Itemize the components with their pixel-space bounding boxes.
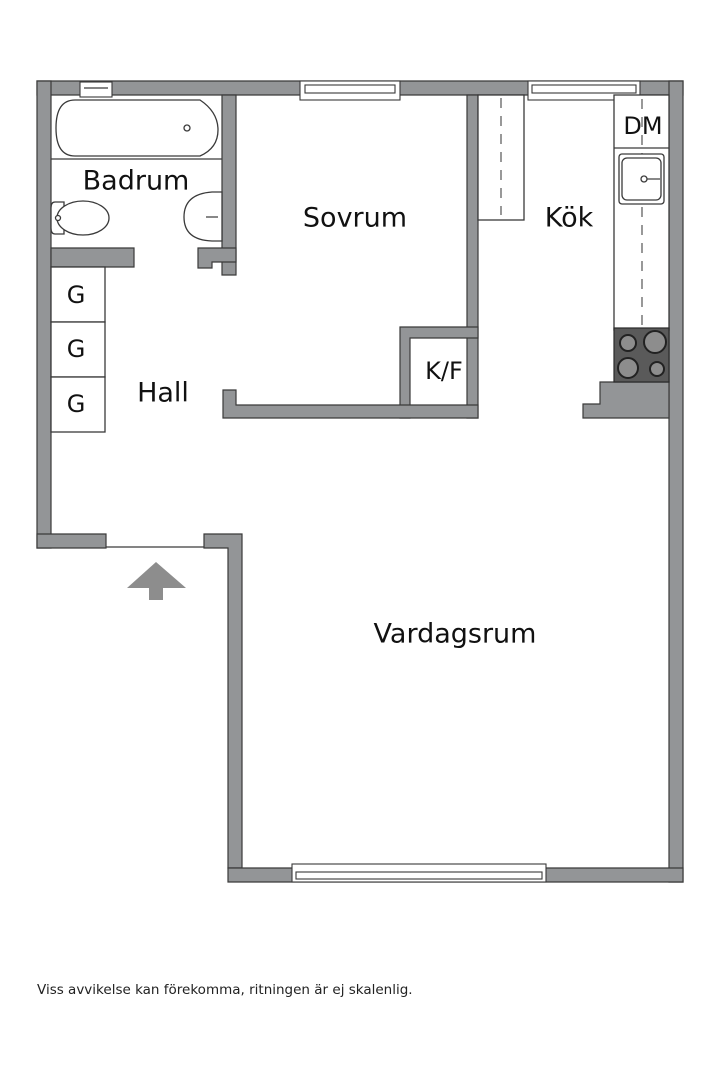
arrow-up-icon <box>127 562 186 600</box>
room-label-sovrum: Sovrum <box>302 202 408 234</box>
room-label-badrum: Badrum <box>82 165 190 197</box>
wardrobe-label-2: G <box>66 335 86 363</box>
disclaimer-text: Viss avvikelse kan förekomma, ritningen … <box>37 982 413 998</box>
room-label-hall: Hall <box>137 377 189 409</box>
wardrobe-label-3: G <box>66 390 86 418</box>
kitchen-counter <box>477 94 670 331</box>
wardrobes <box>50 266 106 433</box>
windows <box>79 80 641 883</box>
fixture-label-kf: K/F <box>425 357 463 385</box>
room-label-vardagsrum: Vardagsrum <box>373 618 537 650</box>
toilet <box>50 200 110 236</box>
sink <box>183 191 223 242</box>
wardrobe-label-1: G <box>66 281 86 309</box>
exterior-walls <box>36 80 684 883</box>
fixture-label-dm: DM <box>623 112 663 140</box>
stove <box>613 327 670 383</box>
room-label-kok: Kök <box>544 202 594 234</box>
bathtub <box>51 99 222 160</box>
interior-walls <box>50 94 670 419</box>
